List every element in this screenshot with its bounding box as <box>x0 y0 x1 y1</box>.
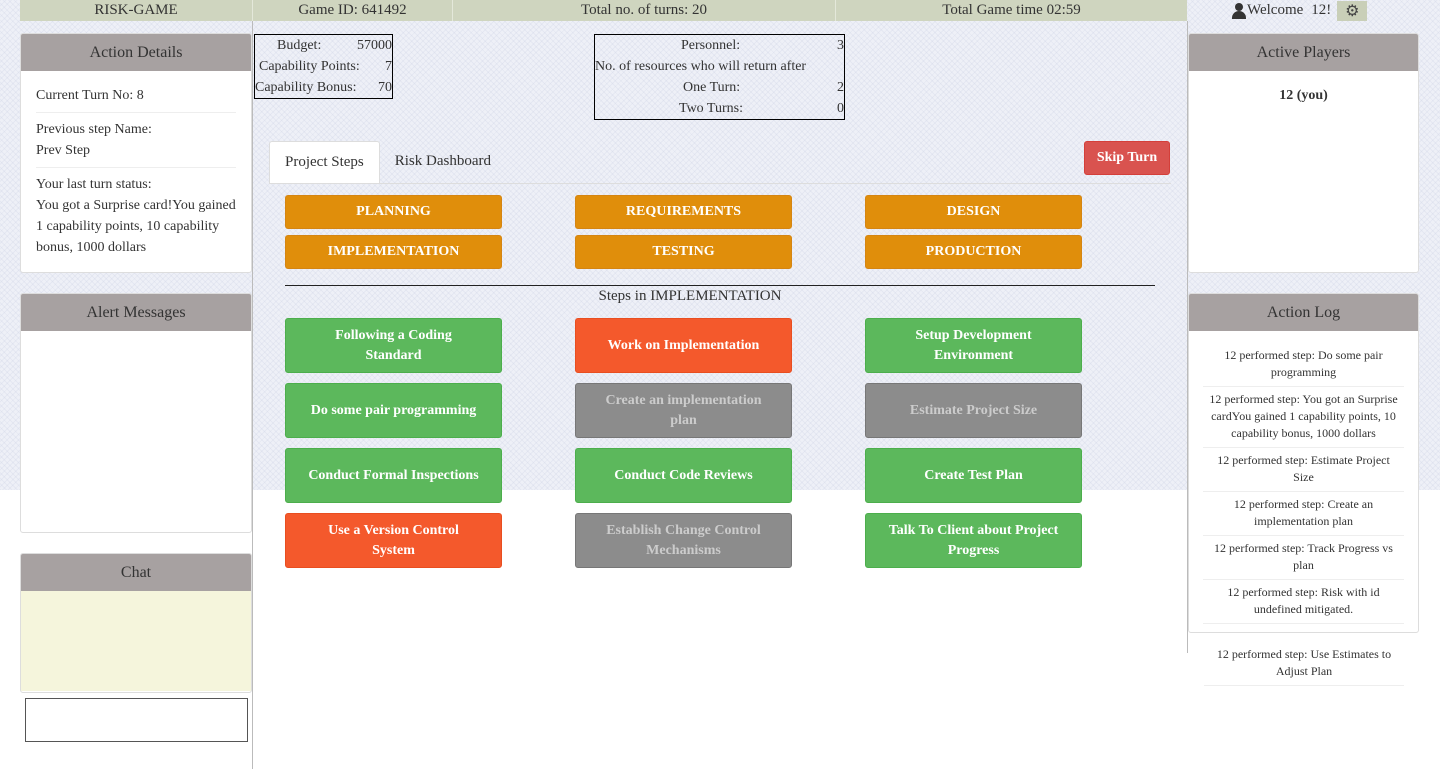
chat-messages <box>21 591 251 691</box>
log-item: 12 performed step: Use Estimates to Adju… <box>1204 642 1404 686</box>
skip-turn-button[interactable]: Skip Turn <box>1084 141 1170 175</box>
two-turns-label: Two Turns: <box>679 101 743 116</box>
action-log-title: Action Log <box>1189 294 1418 331</box>
personnel-stats: Personnel: 3 No. of resources who will r… <box>594 34 845 120</box>
step-work-on-implementation[interactable]: Work on Implementation <box>575 318 792 373</box>
alert-messages-title: Alert Messages <box>21 294 251 331</box>
previous-step: Previous step Name: Prev Step <box>36 113 236 168</box>
step-conduct-code-reviews[interactable]: Conduct Code Reviews <box>575 448 792 503</box>
settings-button[interactable]: ⚙ <box>1337 0 1368 21</box>
capability-points-value: 7 <box>385 59 392 74</box>
log-item: 12 performed step: Track Progress vs pla… <box>1203 536 1404 580</box>
tab-underline <box>269 183 1171 184</box>
budget-value: 57000 <box>357 38 392 53</box>
phase-requirements-button[interactable]: REQUIREMENTS <box>575 195 792 229</box>
phase-implementation-button[interactable]: IMPLEMENTATION <box>285 235 502 269</box>
left-divider <box>252 21 253 769</box>
welcome-user: 12! <box>1311 2 1332 18</box>
current-turn: Current Turn No: 8 <box>36 79 236 113</box>
capability-points-label: Capability Points: <box>259 59 360 74</box>
step-pair-programming[interactable]: Do some pair programming <box>285 383 502 438</box>
step-create-test-plan[interactable]: Create Test Plan <box>865 448 1082 503</box>
two-turns-value: 0 <box>837 101 844 116</box>
step-talk-to-client[interactable]: Talk To Client about Project Progress <box>865 513 1082 568</box>
tab-bar: Project Steps Risk Dashboard <box>269 141 506 184</box>
total-turns: Total no. of turns: 20 <box>453 0 836 21</box>
welcome-text: Welcome <box>1247 2 1304 18</box>
one-turn-label: One Turn: <box>683 80 741 95</box>
capability-bonus-value: 70 <box>378 80 392 95</box>
active-player-item: 12 (you) <box>1279 88 1328 103</box>
action-details-title: Action Details <box>21 34 251 71</box>
last-turn-label: Your last turn status: <box>36 177 152 192</box>
chat-panel: Chat <box>20 553 252 693</box>
budget-label: Budget: <box>277 38 322 53</box>
step-following-coding-standard[interactable]: Following a Coding Standard <box>285 318 502 373</box>
steps-title: Steps in IMPLEMENTATION <box>598 288 782 304</box>
action-log-panel: Action Log 12 performed step: Do some pa… <box>1188 293 1419 633</box>
top-bar: RISK-GAME Game ID: 641492 Total no. of t… <box>20 0 1187 21</box>
game-id: Game ID: 641492 <box>253 0 453 21</box>
app-name: RISK-GAME <box>20 0 253 21</box>
step-conduct-formal-inspections[interactable]: Conduct Formal Inspections <box>285 448 502 503</box>
previous-step-label: Previous step Name: <box>36 122 152 137</box>
step-setup-development-environment[interactable]: Setup Development Environment <box>865 318 1082 373</box>
log-item: 12 performed step: Estimate Project Size <box>1203 448 1404 492</box>
step-estimate-project-size[interactable]: Estimate Project Size <box>865 383 1082 438</box>
steps-divider <box>285 285 1155 286</box>
step-use-version-control[interactable]: Use a Version Control System <box>285 513 502 568</box>
game-time: Total Game time 02:59 <box>942 2 1081 18</box>
chat-title: Chat <box>21 554 251 591</box>
user-area: Welcome 12! ⚙ <box>1232 0 1368 21</box>
tab-risk-dashboard[interactable]: Risk Dashboard <box>394 153 491 169</box>
last-turn-status: Your last turn status: You got a Surpris… <box>36 168 236 264</box>
active-players-panel: Active Players 12 (you) <box>1188 33 1419 273</box>
phase-production-button[interactable]: PRODUCTION <box>865 235 1082 269</box>
log-item: 12 performed step: Do some pair programm… <box>1203 343 1404 387</box>
personnel-value: 3 <box>837 38 844 53</box>
right-divider <box>1187 21 1188 653</box>
budget-stats: Budget: 57000 Capability Points: 7 Capab… <box>254 34 393 99</box>
log-item: 12 performed step: Create an implementat… <box>1203 492 1404 536</box>
personnel-label: Personnel: <box>681 38 741 53</box>
capability-bonus-label: Capability Bonus: <box>255 80 357 95</box>
phase-testing-button[interactable]: TESTING <box>575 235 792 269</box>
step-establish-change-control[interactable]: Establish Change Control Mechanisms <box>575 513 792 568</box>
phase-planning-button[interactable]: PLANNING <box>285 195 502 229</box>
user-icon <box>1232 2 1246 19</box>
chat-input[interactable] <box>25 698 248 742</box>
resources-label: No. of resources who will return after <box>595 59 807 74</box>
step-create-implementation-plan[interactable]: Create an implementation plan <box>575 383 792 438</box>
action-log-overflow: 12 performed step: Use Estimates to Adju… <box>1204 642 1404 686</box>
one-turn-value: 2 <box>837 80 844 95</box>
alert-messages-panel: Alert Messages <box>20 293 252 533</box>
tab-project-steps[interactable]: Project Steps <box>269 141 380 184</box>
action-log-list[interactable]: 12 performed step: Do some pair programm… <box>1189 331 1418 624</box>
previous-step-value: Prev Step <box>36 143 91 158</box>
gear-icon: ⚙ <box>1345 2 1360 20</box>
last-turn-value: You got a Surprise card!You gained 1 cap… <box>36 198 236 255</box>
action-details-panel: Action Details Current Turn No: 8 Previo… <box>20 33 252 273</box>
log-item: 12 performed step: You got an Surprise c… <box>1203 387 1404 448</box>
active-players-title: Active Players <box>1189 34 1418 71</box>
log-item: 12 performed step: Risk with id undefine… <box>1203 580 1404 624</box>
phase-design-button[interactable]: DESIGN <box>865 195 1082 229</box>
